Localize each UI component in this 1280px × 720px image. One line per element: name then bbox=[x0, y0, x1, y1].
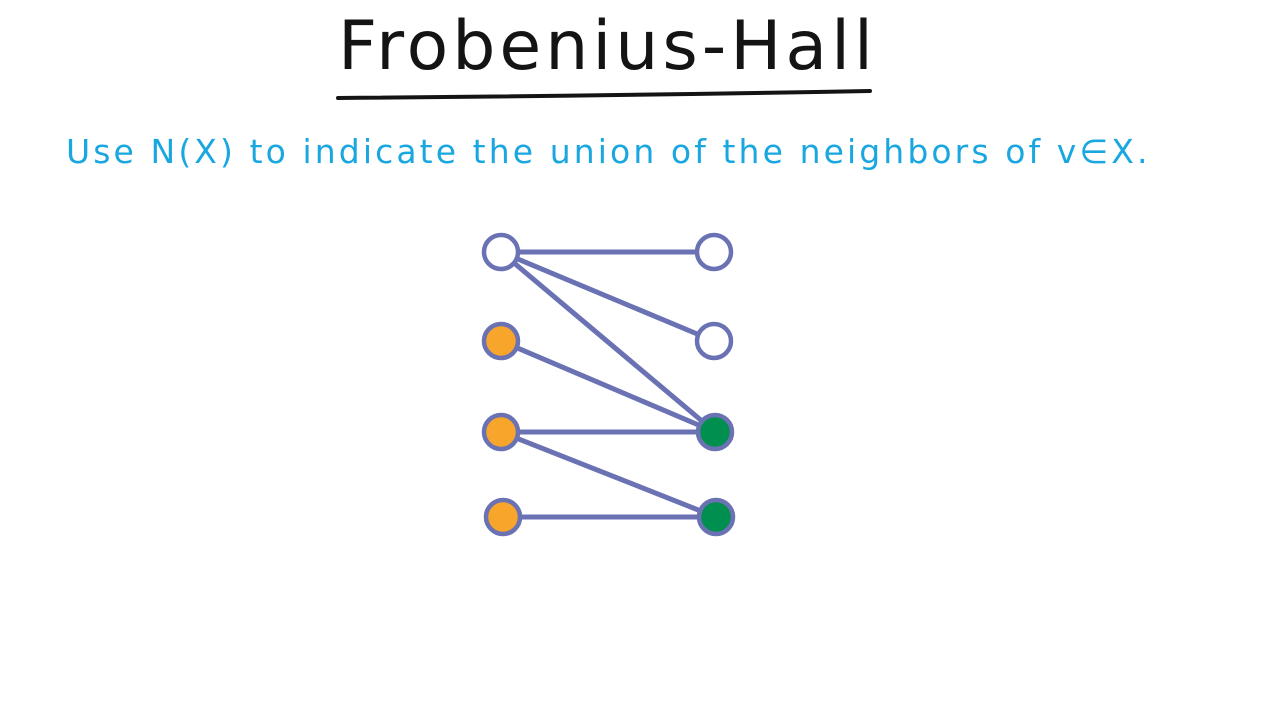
left-vertex-l3 bbox=[481, 412, 521, 452]
nodes-layer bbox=[481, 232, 736, 537]
left-vertex-l4 bbox=[483, 497, 523, 537]
right-vertex-r1 bbox=[694, 232, 734, 272]
edge-L3-R4 bbox=[498, 429, 719, 520]
slide-title: Frobenius-Hall bbox=[338, 7, 877, 86]
edges-layer bbox=[498, 249, 719, 520]
left-vertex-l2 bbox=[481, 321, 521, 361]
edge-L2-R3 bbox=[498, 338, 718, 435]
edge-L1-R2 bbox=[498, 249, 717, 344]
right-vertex-r3 bbox=[695, 412, 735, 452]
right-vertex-r4 bbox=[696, 497, 736, 537]
right-vertex-r2 bbox=[694, 321, 734, 361]
edge-L1-R3 bbox=[498, 249, 718, 435]
left-vertex-l1 bbox=[481, 232, 521, 272]
definition-text: Use N(X) to indicate the union of the ne… bbox=[66, 132, 1151, 171]
